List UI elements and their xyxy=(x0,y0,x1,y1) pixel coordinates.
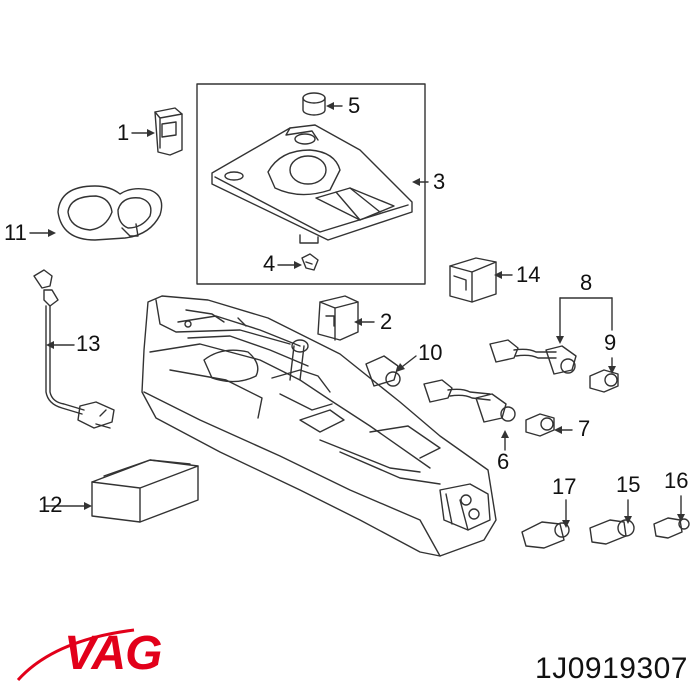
callout-12: 12 xyxy=(38,492,63,517)
callout-4: 4 xyxy=(263,251,276,276)
part-14-module xyxy=(449,257,497,303)
part-2-switch xyxy=(317,295,359,341)
callout-7: 7 xyxy=(578,416,591,441)
part-7-bulb xyxy=(525,413,555,437)
part-9-bulb xyxy=(589,369,619,393)
callout-2: 2 xyxy=(380,309,393,334)
inset-frame xyxy=(196,83,426,285)
part-8-harness-upper xyxy=(489,339,577,375)
leader-lines xyxy=(29,105,682,525)
part-3-shift-trim xyxy=(211,124,413,244)
part-number: 1J0919307 xyxy=(535,652,688,685)
callout-3: 3 xyxy=(433,169,446,194)
part-4-clip xyxy=(301,253,319,271)
part-11-cupholder xyxy=(57,185,163,241)
callout-8: 8 xyxy=(580,270,593,295)
callout-17: 17 xyxy=(552,474,577,499)
logo-swoosh-icon xyxy=(16,628,135,682)
callout-5: 5 xyxy=(348,93,361,118)
callout-6: 6 xyxy=(497,449,510,474)
part-15-socket xyxy=(589,519,635,545)
brand-name: VAG xyxy=(64,627,162,680)
callout-9: 9 xyxy=(604,330,617,355)
part-8-harness-lower xyxy=(423,379,516,423)
callout-11: 11 xyxy=(4,220,27,245)
callout-15: 15 xyxy=(616,472,641,497)
part-16-bulb xyxy=(653,517,690,539)
part-12-box xyxy=(91,459,199,523)
part-5-cap xyxy=(302,92,326,116)
part-1-switch xyxy=(154,107,183,156)
callout-1: 1 xyxy=(117,120,130,145)
callout-10: 10 xyxy=(418,340,443,365)
part-13-harness xyxy=(33,269,115,429)
part-10-socket xyxy=(365,355,401,387)
center-console xyxy=(141,295,497,557)
callout-13: 13 xyxy=(76,331,101,356)
vag-logo: VAG xyxy=(14,620,194,690)
part-17-socket xyxy=(521,521,570,549)
callout-14: 14 xyxy=(516,262,541,287)
arrow-heads xyxy=(46,102,685,528)
callout-16: 16 xyxy=(664,468,689,493)
